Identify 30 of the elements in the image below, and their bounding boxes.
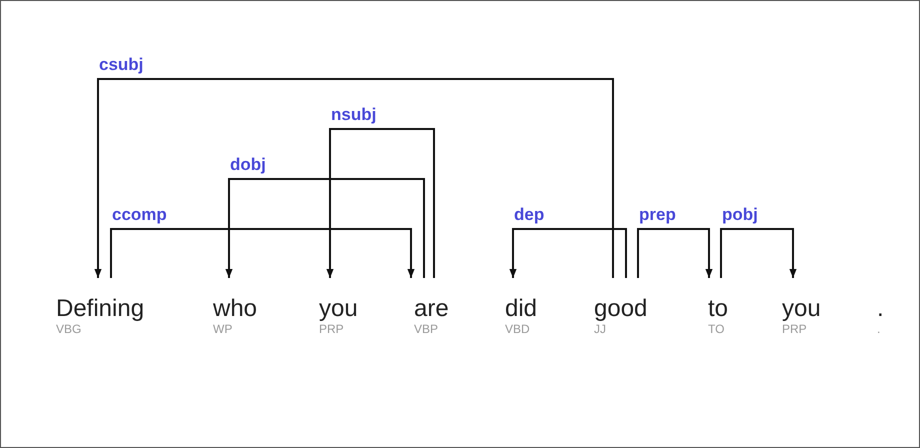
- pos-tag: JJ: [594, 322, 648, 336]
- pos-tag: WP: [213, 322, 258, 336]
- word: you: [319, 296, 358, 322]
- word: you: [782, 296, 821, 322]
- pos-tag: TO: [708, 322, 728, 336]
- word: did: [505, 296, 538, 322]
- edge-label: nsubj: [331, 105, 376, 125]
- edge-label: csubj: [99, 55, 144, 75]
- edge-label: dep: [514, 205, 544, 225]
- pos-tag: PRP: [782, 322, 821, 336]
- dependency-arrow: [720, 228, 797, 278]
- pos-tag: .: [877, 322, 884, 336]
- pos-tag: VBG: [56, 322, 144, 336]
- word: Defining: [56, 296, 144, 322]
- dependency-arrow: [326, 128, 435, 278]
- pos-tag: VBD: [505, 322, 538, 336]
- word: to: [708, 296, 728, 322]
- dependency-arrow: [637, 228, 713, 278]
- dependency-arrow: [225, 178, 425, 278]
- word: are: [414, 296, 449, 322]
- dependency-arrow: [509, 228, 627, 278]
- edge-label: pobj: [722, 205, 758, 225]
- pos-tag: PRP: [319, 322, 358, 336]
- dependency-arrow: [94, 78, 614, 278]
- edge-label: dobj: [230, 155, 266, 175]
- dependency-arrow: [110, 228, 415, 278]
- word: .: [877, 296, 884, 322]
- pos-tag: VBP: [414, 322, 449, 336]
- word: who: [213, 296, 258, 322]
- word: good: [594, 296, 648, 322]
